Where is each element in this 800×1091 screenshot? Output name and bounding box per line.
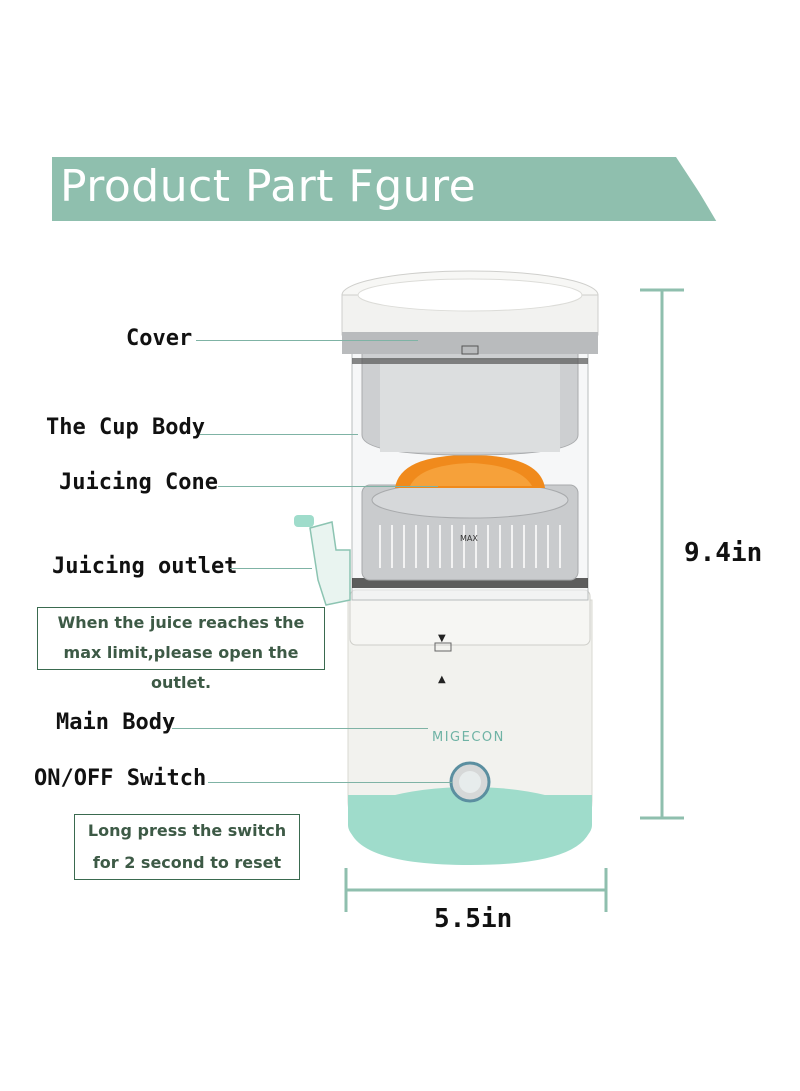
svg-text:▲: ▲ bbox=[438, 674, 446, 685]
label-juicing-outlet: Juicing outlet bbox=[52, 554, 238, 579]
width-dimension-line bbox=[344, 868, 608, 912]
outlet-note-line1: When the juice reaches the bbox=[57, 613, 305, 632]
svg-text:▼: ▼ bbox=[438, 633, 446, 644]
outlet-note: When the juice reaches the max limit,ple… bbox=[37, 607, 325, 692]
outlet-note-line2: max limit,please open the outlet. bbox=[63, 643, 299, 692]
switch-note-line1: Long press the switch bbox=[87, 821, 287, 840]
leader-cover bbox=[196, 340, 418, 341]
width-value: 5.5in bbox=[434, 904, 513, 934]
leader-main-body bbox=[172, 728, 428, 729]
leader-juicing-cone bbox=[218, 486, 438, 487]
leader-cup-body bbox=[200, 434, 358, 435]
brand-logo: MIGECON bbox=[432, 730, 505, 745]
leader-juicing-outlet bbox=[230, 568, 312, 569]
outlet-spout bbox=[309, 521, 351, 606]
switch-note: Long press the switch for 2 second to re… bbox=[74, 814, 300, 880]
juicer-illustration: ▼ ▲ bbox=[294, 270, 599, 865]
leader-on-off-switch bbox=[208, 782, 452, 783]
banner-title: Product Part Fgure bbox=[60, 161, 477, 212]
label-cover: Cover bbox=[126, 326, 193, 351]
label-cup-body: The Cup Body bbox=[46, 415, 205, 440]
ring-slots bbox=[379, 525, 561, 568]
label-juicing-cone: Juicing Cone bbox=[59, 470, 218, 495]
height-value: 9.4in bbox=[684, 538, 763, 568]
switch-note-line2: for 2 second to reset bbox=[92, 853, 282, 872]
title-banner: Product Part Fgure bbox=[52, 157, 718, 221]
banner-shape bbox=[52, 157, 718, 221]
label-main-body: Main Body bbox=[56, 710, 176, 735]
max-fill-mark: MAX bbox=[460, 534, 478, 543]
label-on-off-switch: ON/OFF Switch bbox=[34, 766, 207, 791]
height-dimension-line bbox=[640, 288, 684, 820]
